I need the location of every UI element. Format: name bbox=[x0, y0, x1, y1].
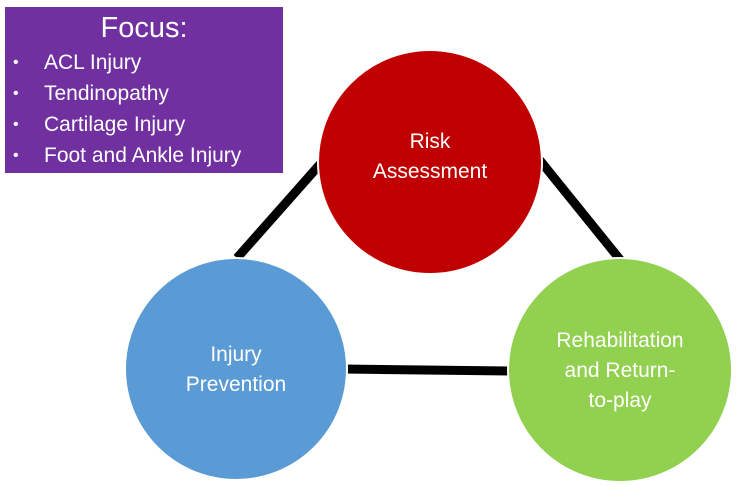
connector-risk-rehab bbox=[534, 155, 626, 265]
risk-assessment-line-1: Risk bbox=[409, 130, 451, 153]
risk-assessment-line-2: Assessment bbox=[372, 160, 488, 183]
focus-list: • ACL Injury • Tendinopathy • Cartilage … bbox=[5, 47, 283, 171]
focus-list-item: • Tendinopathy bbox=[5, 78, 283, 109]
focus-list-item: • Foot and Ankle Injury bbox=[5, 140, 283, 171]
bullet-icon: • bbox=[13, 116, 19, 133]
rehabilitation-line-1: Rehabilitation bbox=[556, 329, 684, 352]
injury-prevention-label: Injury Prevention bbox=[136, 340, 336, 400]
focus-item-label: Tendinopathy bbox=[44, 82, 169, 105]
injury-prevention-line-2: Prevention bbox=[185, 373, 287, 396]
focus-title: Focus: bbox=[100, 12, 188, 44]
rehabilitation-label: Rehabilitation and Return- to-play bbox=[515, 326, 725, 416]
focus-list-item: • ACL Injury bbox=[5, 47, 283, 78]
focus-panel: Focus: • ACL Injury • Tendinopathy • Car… bbox=[5, 7, 283, 173]
risk-assessment-circle bbox=[317, 49, 543, 275]
rehabilitation-line-3: to-play bbox=[588, 389, 652, 412]
focus-item-label: Foot and Ankle Injury bbox=[44, 144, 242, 167]
focus-list-item: • Cartilage Injury bbox=[5, 109, 283, 140]
injury-prevention-circle bbox=[124, 257, 348, 481]
focus-item-label: ACL Injury bbox=[44, 51, 142, 74]
rehabilitation-circle bbox=[507, 257, 733, 483]
injury-prevention-line-1: Injury bbox=[210, 343, 262, 366]
connector-prevention-risk bbox=[233, 159, 326, 261]
focus-item-label: Cartilage Injury bbox=[44, 113, 186, 136]
rehabilitation-line-2: and Return- bbox=[564, 359, 676, 382]
bullet-icon: • bbox=[13, 54, 19, 71]
connector-prevention-rehab bbox=[342, 364, 513, 376]
bullet-icon: • bbox=[13, 85, 19, 102]
risk-assessment-label: Risk Assessment bbox=[330, 127, 530, 187]
bullet-icon: • bbox=[13, 147, 19, 164]
